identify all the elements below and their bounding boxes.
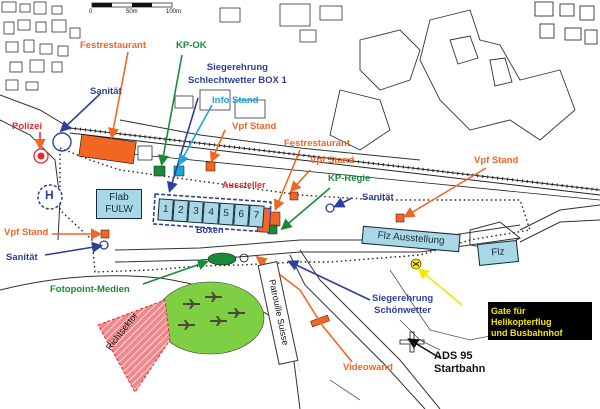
box-6: 6 — [232, 203, 250, 227]
boxen-label: Boxen — [196, 225, 224, 235]
visitor-perimeter — [59, 146, 531, 273]
scale-mid: 50m — [126, 9, 138, 15]
sanitaet-right-marker — [325, 203, 335, 213]
railway — [69, 126, 600, 201]
vpf-stand-left-marker — [100, 229, 110, 239]
box-2: 2 — [172, 199, 190, 223]
heliport-circle — [37, 184, 63, 210]
festrestaurant-top-label: Festrestaurant — [80, 40, 146, 51]
scale-zero: 0 — [89, 9, 93, 15]
fotopoint-marker — [207, 252, 237, 266]
festrestaurant-mid-marker — [269, 211, 281, 227]
polizei-label: Polizei — [12, 121, 43, 132]
sanitaet-left-label: Sanität — [6, 252, 38, 263]
aussteller-label: Aussteller — [222, 180, 266, 190]
display-aircraft — [178, 292, 245, 330]
info-stand-label: Info Stand — [212, 95, 259, 106]
town-buildings — [1, 1, 343, 119]
fotopoint-label: Fotopoint-Medien — [50, 284, 130, 295]
sanitaet-right-label: Sanität — [362, 192, 394, 203]
scale-end: 100m — [166, 9, 182, 15]
scale-bar — [91, 2, 173, 8]
flz-box: Flz — [476, 239, 520, 267]
vpf-stand-2-label: Vpf Stand — [310, 155, 355, 166]
aircraft-display-area — [155, 281, 265, 355]
box-1: 1 — [157, 198, 175, 222]
vpf-stand-2-marker — [289, 191, 299, 201]
vpf-stand-1-marker — [205, 161, 216, 172]
kp-ok-stand — [153, 165, 166, 177]
sanitaet-top-label: Sanität — [90, 86, 122, 97]
box-4: 4 — [202, 201, 220, 225]
gate-info-box: Gate für Helikopterflug und Busbahnhof — [488, 302, 592, 340]
siegerehrung-schlechtwetter-label: Siegerehrung Schlechtwetter BOX 1 — [188, 62, 287, 86]
heliport-label: H — [45, 188, 54, 202]
festrestaurant-mid-label: Festrestaurant — [284, 138, 350, 149]
ads95-label: ADS 95 Startbahn — [434, 350, 486, 375]
festrestaurant-tent — [78, 134, 137, 165]
box-3: 3 — [187, 200, 205, 224]
box-5: 5 — [217, 202, 235, 226]
vpf-stand-3-marker — [395, 213, 405, 223]
leader-arrows — [34, 51, 487, 363]
vpf-stand-3-label: Vpf Stand — [474, 155, 519, 166]
kp-regie-label: KP-Regie — [328, 173, 371, 184]
box-7: 7 — [247, 204, 265, 228]
vpf-stand-left-label: Vpf Stand — [4, 227, 49, 238]
kp-ok-label: KP-OK — [176, 40, 207, 51]
vpf-stand-1-label: Vpf Stand — [232, 121, 277, 132]
flab-fulw-box: Flab FULW — [96, 189, 142, 219]
videowand-label: Videowand — [343, 362, 393, 373]
sanitaet-left-marker — [99, 240, 109, 250]
sanitaet-top-marker — [52, 132, 72, 152]
siegerehrung-schoenwetter-label: Siegerehrung Schönwetter — [372, 293, 434, 316]
top-right-buildings — [329, 1, 598, 151]
boxen-area — [152, 193, 272, 233]
info-stand-marker — [173, 165, 185, 177]
